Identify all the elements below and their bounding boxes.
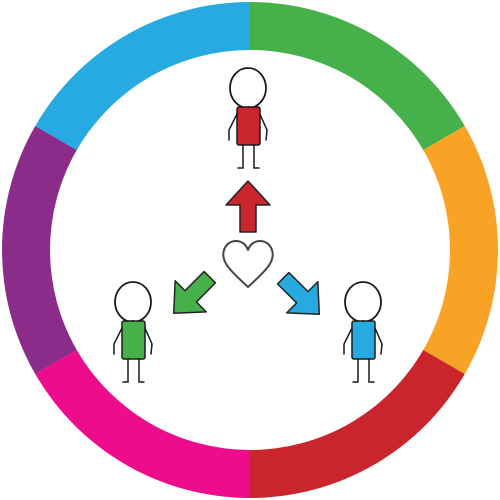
heart-icon [222, 240, 274, 288]
person-left-arm [343, 325, 354, 355]
person-head [114, 281, 152, 323]
ring-segment-orange [423, 126, 498, 374]
person-right-leg [138, 358, 145, 383]
ring-segment-pink [35, 350, 250, 498]
person-shirt [351, 320, 376, 360]
person-right-blue [343, 281, 383, 383]
person-left-leg [237, 144, 244, 169]
person-shirt [236, 106, 261, 146]
person-head [229, 67, 267, 109]
ring-segment-blue [35, 2, 250, 150]
ring-segment-red [250, 350, 465, 498]
person-right-arm [143, 325, 153, 355]
person-right-leg [368, 358, 375, 383]
person-right-arm [258, 111, 268, 141]
ring-segment-purple [1, 126, 77, 374]
person-left-leg [352, 358, 359, 383]
arrow-down-left [172, 270, 217, 315]
arrow-down-right [276, 271, 321, 316]
person-shirt [121, 320, 146, 360]
person-left-green [113, 281, 153, 383]
arrows-group [172, 180, 321, 316]
ring-segment-green [250, 2, 465, 150]
person-left-arm [228, 111, 239, 141]
person-top-red [228, 67, 268, 169]
person-head [344, 281, 382, 323]
person-left-arm [113, 325, 124, 355]
people-group [113, 67, 383, 383]
person-right-leg [253, 144, 260, 169]
person-left-leg [122, 358, 129, 383]
arrow-up [225, 180, 271, 233]
person-right-arm [373, 325, 383, 355]
